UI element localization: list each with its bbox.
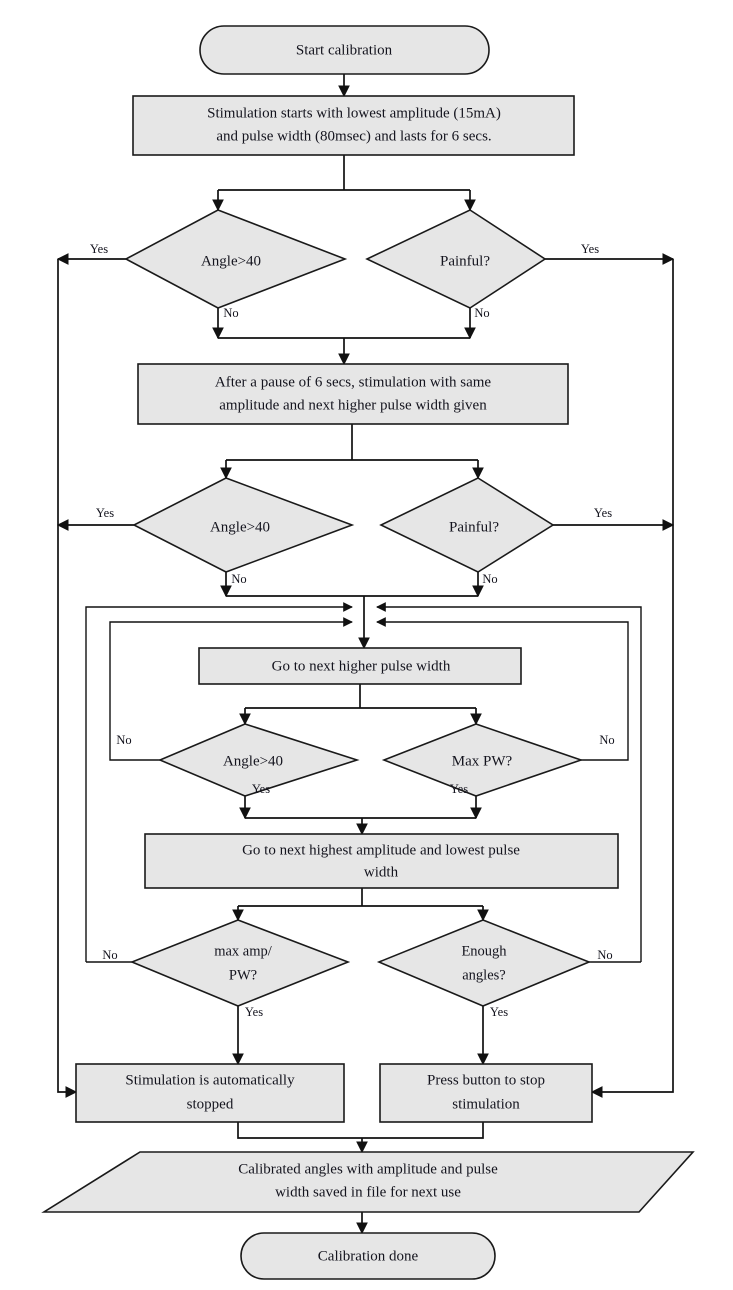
edge-label-d3left-yes: Yes bbox=[252, 782, 270, 796]
edge-label-d4right-no: No bbox=[597, 948, 612, 962]
node-calibrated-angles-saved[interactable]: Calibrated angles with amplitude and pul… bbox=[41, 1151, 695, 1213]
node-decision-enough-angles-line1: Enough bbox=[461, 943, 507, 959]
edge-label-d3right-no: No bbox=[599, 733, 614, 747]
edge-label-d4right-yes: Yes bbox=[490, 1005, 508, 1019]
edge-label-d4left-yes: Yes bbox=[245, 1005, 263, 1019]
edge-label-d2left-yes: Yes bbox=[96, 506, 114, 520]
edge-label-d1left-no: No bbox=[223, 306, 238, 320]
node-decision-enough-angles[interactable]: Enough angles? bbox=[376, 919, 592, 1007]
node-stimulation-auto-stopped-line2: stopped bbox=[187, 1096, 234, 1112]
node-start[interactable]: Start calibration bbox=[199, 25, 490, 75]
edge-right-rail bbox=[590, 259, 674, 1098]
edge-label-d2right-no: No bbox=[482, 572, 497, 586]
node-stimulation-start-line2: and pulse width (80msec) and lasts for 6… bbox=[216, 128, 491, 144]
node-pause-line2: amplitude and next higher pulse width gi… bbox=[219, 397, 487, 413]
node-next-highest-amplitude-line1: Go to next highest amplitude and lowest … bbox=[242, 842, 520, 858]
node-calibrated-angles-saved-line2: width saved in file for next use bbox=[275, 1184, 461, 1200]
edge-d3right-no bbox=[581, 745, 629, 761]
node-next-higher-pulse-width[interactable]: Go to next higher pulse width bbox=[198, 647, 522, 685]
node-press-button-stop-line1: Press button to stop bbox=[427, 1072, 545, 1088]
node-press-button-stop[interactable]: Press button to stop stimulation bbox=[379, 1063, 593, 1123]
node-decision-max-amp-pw-line1: max amp/ bbox=[214, 943, 273, 959]
edge-outer-loop-left bbox=[85, 602, 353, 962]
node-calibration-done[interactable]: Calibration done bbox=[240, 1232, 496, 1280]
node-pause-stimulation[interactable]: After a pause of 6 secs, stimulation wit… bbox=[137, 363, 569, 425]
node-decision-painful-1[interactable]: Painful? bbox=[365, 209, 547, 309]
edge-label-d2right-yes: Yes bbox=[594, 506, 612, 520]
node-stimulation-start[interactable]: Stimulation starts with lowest amplitude… bbox=[132, 95, 575, 156]
node-decision-painful-2[interactable]: Painful? bbox=[379, 477, 555, 573]
edge-left-rail bbox=[57, 259, 78, 1098]
edge-d3left-no bbox=[109, 745, 160, 761]
node-next-highest-amplitude-line2: width bbox=[364, 864, 399, 880]
edge-label-d1left-yes: Yes bbox=[90, 242, 108, 256]
node-calibration-done-label: Calibration done bbox=[318, 1248, 419, 1264]
node-stimulation-auto-stopped-line1: Stimulation is automatically bbox=[125, 1072, 295, 1088]
node-stimulation-auto-stopped[interactable]: Stimulation is automatically stopped bbox=[75, 1063, 345, 1123]
edge-outer-loop-right bbox=[376, 602, 642, 962]
node-decision-angle40-2-label: Angle>40 bbox=[210, 519, 270, 535]
node-decision-angle40-3[interactable]: Angle>40 bbox=[157, 723, 360, 797]
edge-label-d1right-no: No bbox=[474, 306, 489, 320]
node-stimulation-start-line1: Stimulation starts with lowest amplitude… bbox=[207, 105, 501, 121]
node-decision-max-amp-pw[interactable]: max amp/ PW? bbox=[129, 919, 351, 1007]
node-pause-line1: After a pause of 6 secs, stimulation wit… bbox=[215, 374, 492, 390]
node-decision-max-pw[interactable]: Max PW? bbox=[381, 723, 584, 797]
node-next-highest-amplitude[interactable]: Go to next highest amplitude and lowest … bbox=[144, 833, 619, 889]
edge-label-d3left-no: No bbox=[116, 733, 131, 747]
node-decision-painful-2-label: Painful? bbox=[449, 519, 499, 535]
edge-inner-loop-left bbox=[109, 617, 353, 745]
node-decision-max-pw-label: Max PW? bbox=[452, 753, 513, 769]
edge-label-d1right-yes: Yes bbox=[581, 242, 599, 256]
node-decision-angle40-2[interactable]: Angle>40 bbox=[132, 477, 355, 573]
edge-label-d3right-yes: Yes bbox=[450, 782, 468, 796]
edge-label-d4left-no: No bbox=[102, 948, 117, 962]
node-decision-enough-angles-line2: angles? bbox=[462, 967, 505, 983]
node-calibrated-angles-saved-line1: Calibrated angles with amplitude and pul… bbox=[238, 1161, 498, 1177]
node-decision-angle40-1[interactable]: Angle>40 bbox=[124, 209, 348, 309]
node-decision-max-amp-pw-line2: PW? bbox=[229, 967, 257, 983]
edge-inner-loop-right bbox=[376, 617, 629, 745]
edge-label-d2left-no: No bbox=[231, 572, 246, 586]
node-next-higher-pulse-width-label: Go to next higher pulse width bbox=[272, 658, 451, 674]
node-decision-angle40-3-label: Angle>40 bbox=[223, 753, 283, 769]
node-press-button-stop-line2: stimulation bbox=[452, 1096, 520, 1112]
node-start-label: Start calibration bbox=[296, 42, 393, 58]
edge-merge5 bbox=[237, 1122, 484, 1139]
node-decision-painful-1-label: Painful? bbox=[440, 253, 490, 269]
node-decision-angle40-1-label: Angle>40 bbox=[201, 253, 261, 269]
